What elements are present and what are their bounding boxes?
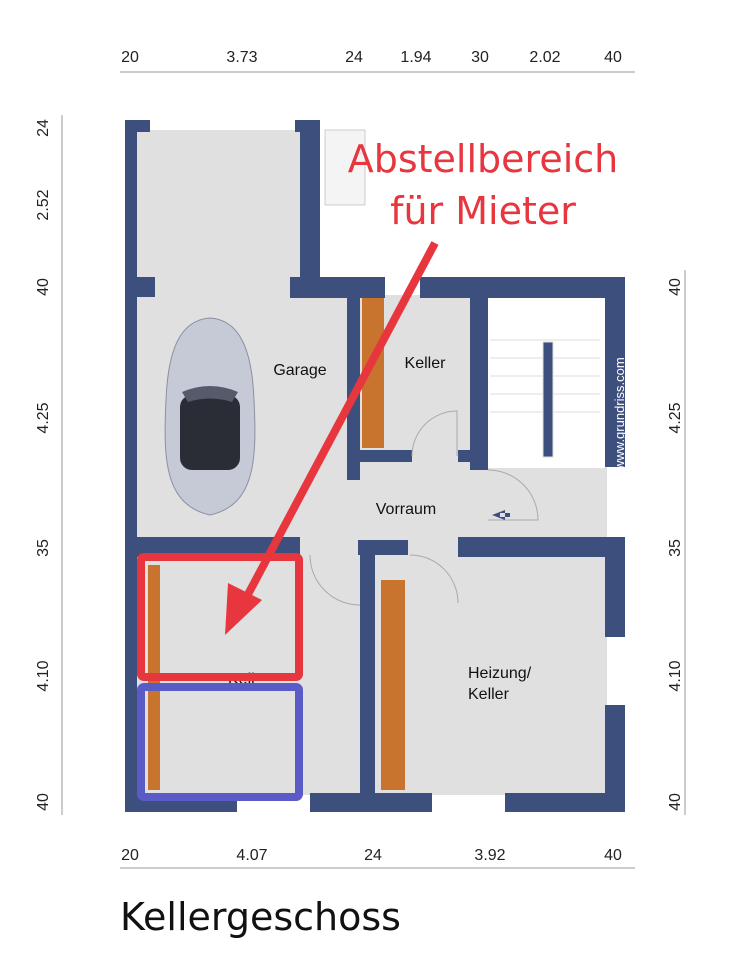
dimension-left: 24 2.52 40 4.25 35 4.10 40 <box>35 119 52 811</box>
dim-label: 35 <box>667 539 684 557</box>
dim-label: 4.25 <box>667 402 684 433</box>
entrance-arrow-icon <box>492 510 510 520</box>
dim-label: 40 <box>35 278 52 296</box>
dim-label: 40 <box>604 847 622 864</box>
walls <box>125 120 625 812</box>
dimension-bottom: 20 4.07 24 3.92 40 <box>121 847 622 864</box>
room-label-keller: Keller <box>405 355 447 372</box>
dim-label: 2.52 <box>35 189 52 220</box>
second-storage-highlight <box>137 683 303 801</box>
dim-label: 40 <box>667 793 684 811</box>
doors <box>309 410 539 606</box>
annotation-line2: für Mieter <box>390 189 576 233</box>
dim-label: 35 <box>35 539 52 557</box>
annotation-arrow-icon <box>225 241 439 635</box>
dim-label: 24 <box>364 847 382 864</box>
watermark: www.grundriss.com <box>612 357 627 471</box>
dim-label: 2.02 <box>529 49 560 66</box>
annotation-line1: Abstellbereich <box>348 137 619 181</box>
dim-label: 20 <box>121 847 139 864</box>
dim-label: 30 <box>471 49 489 66</box>
dim-label: 24 <box>345 49 363 66</box>
dimension-right: 40 4.25 35 4.10 40 <box>667 278 684 811</box>
dim-label: 40 <box>667 278 684 296</box>
dim-label: 20 <box>121 49 139 66</box>
dimension-top: 20 3.73 24 1.94 30 2.02 40 <box>121 49 622 66</box>
dim-label: 4.10 <box>667 660 684 691</box>
dimension-lines <box>61 71 686 869</box>
dim-label: 3.73 <box>226 49 257 66</box>
dim-label: 4.10 <box>35 660 52 691</box>
dim-label: 24 <box>35 119 52 137</box>
car-icon <box>164 317 256 516</box>
wardrobes <box>148 298 405 790</box>
dim-label: 3.92 <box>474 847 505 864</box>
dim-label: 1.94 <box>400 49 431 66</box>
staircase <box>490 339 600 458</box>
tenant-storage-highlight <box>137 553 303 681</box>
page-title: Kellergeschoss <box>120 895 401 939</box>
dim-label: 4.25 <box>35 402 52 433</box>
room-label-vorraum: Vorraum <box>376 501 436 518</box>
dim-label: 4.07 <box>236 847 267 864</box>
room-label-garage: Garage <box>273 362 326 379</box>
dim-label: 40 <box>35 793 52 811</box>
room-label-heizung: Heizung/ <box>468 665 532 682</box>
dim-label: 40 <box>604 49 622 66</box>
room-label-heizung-keller: Keller <box>468 686 510 703</box>
